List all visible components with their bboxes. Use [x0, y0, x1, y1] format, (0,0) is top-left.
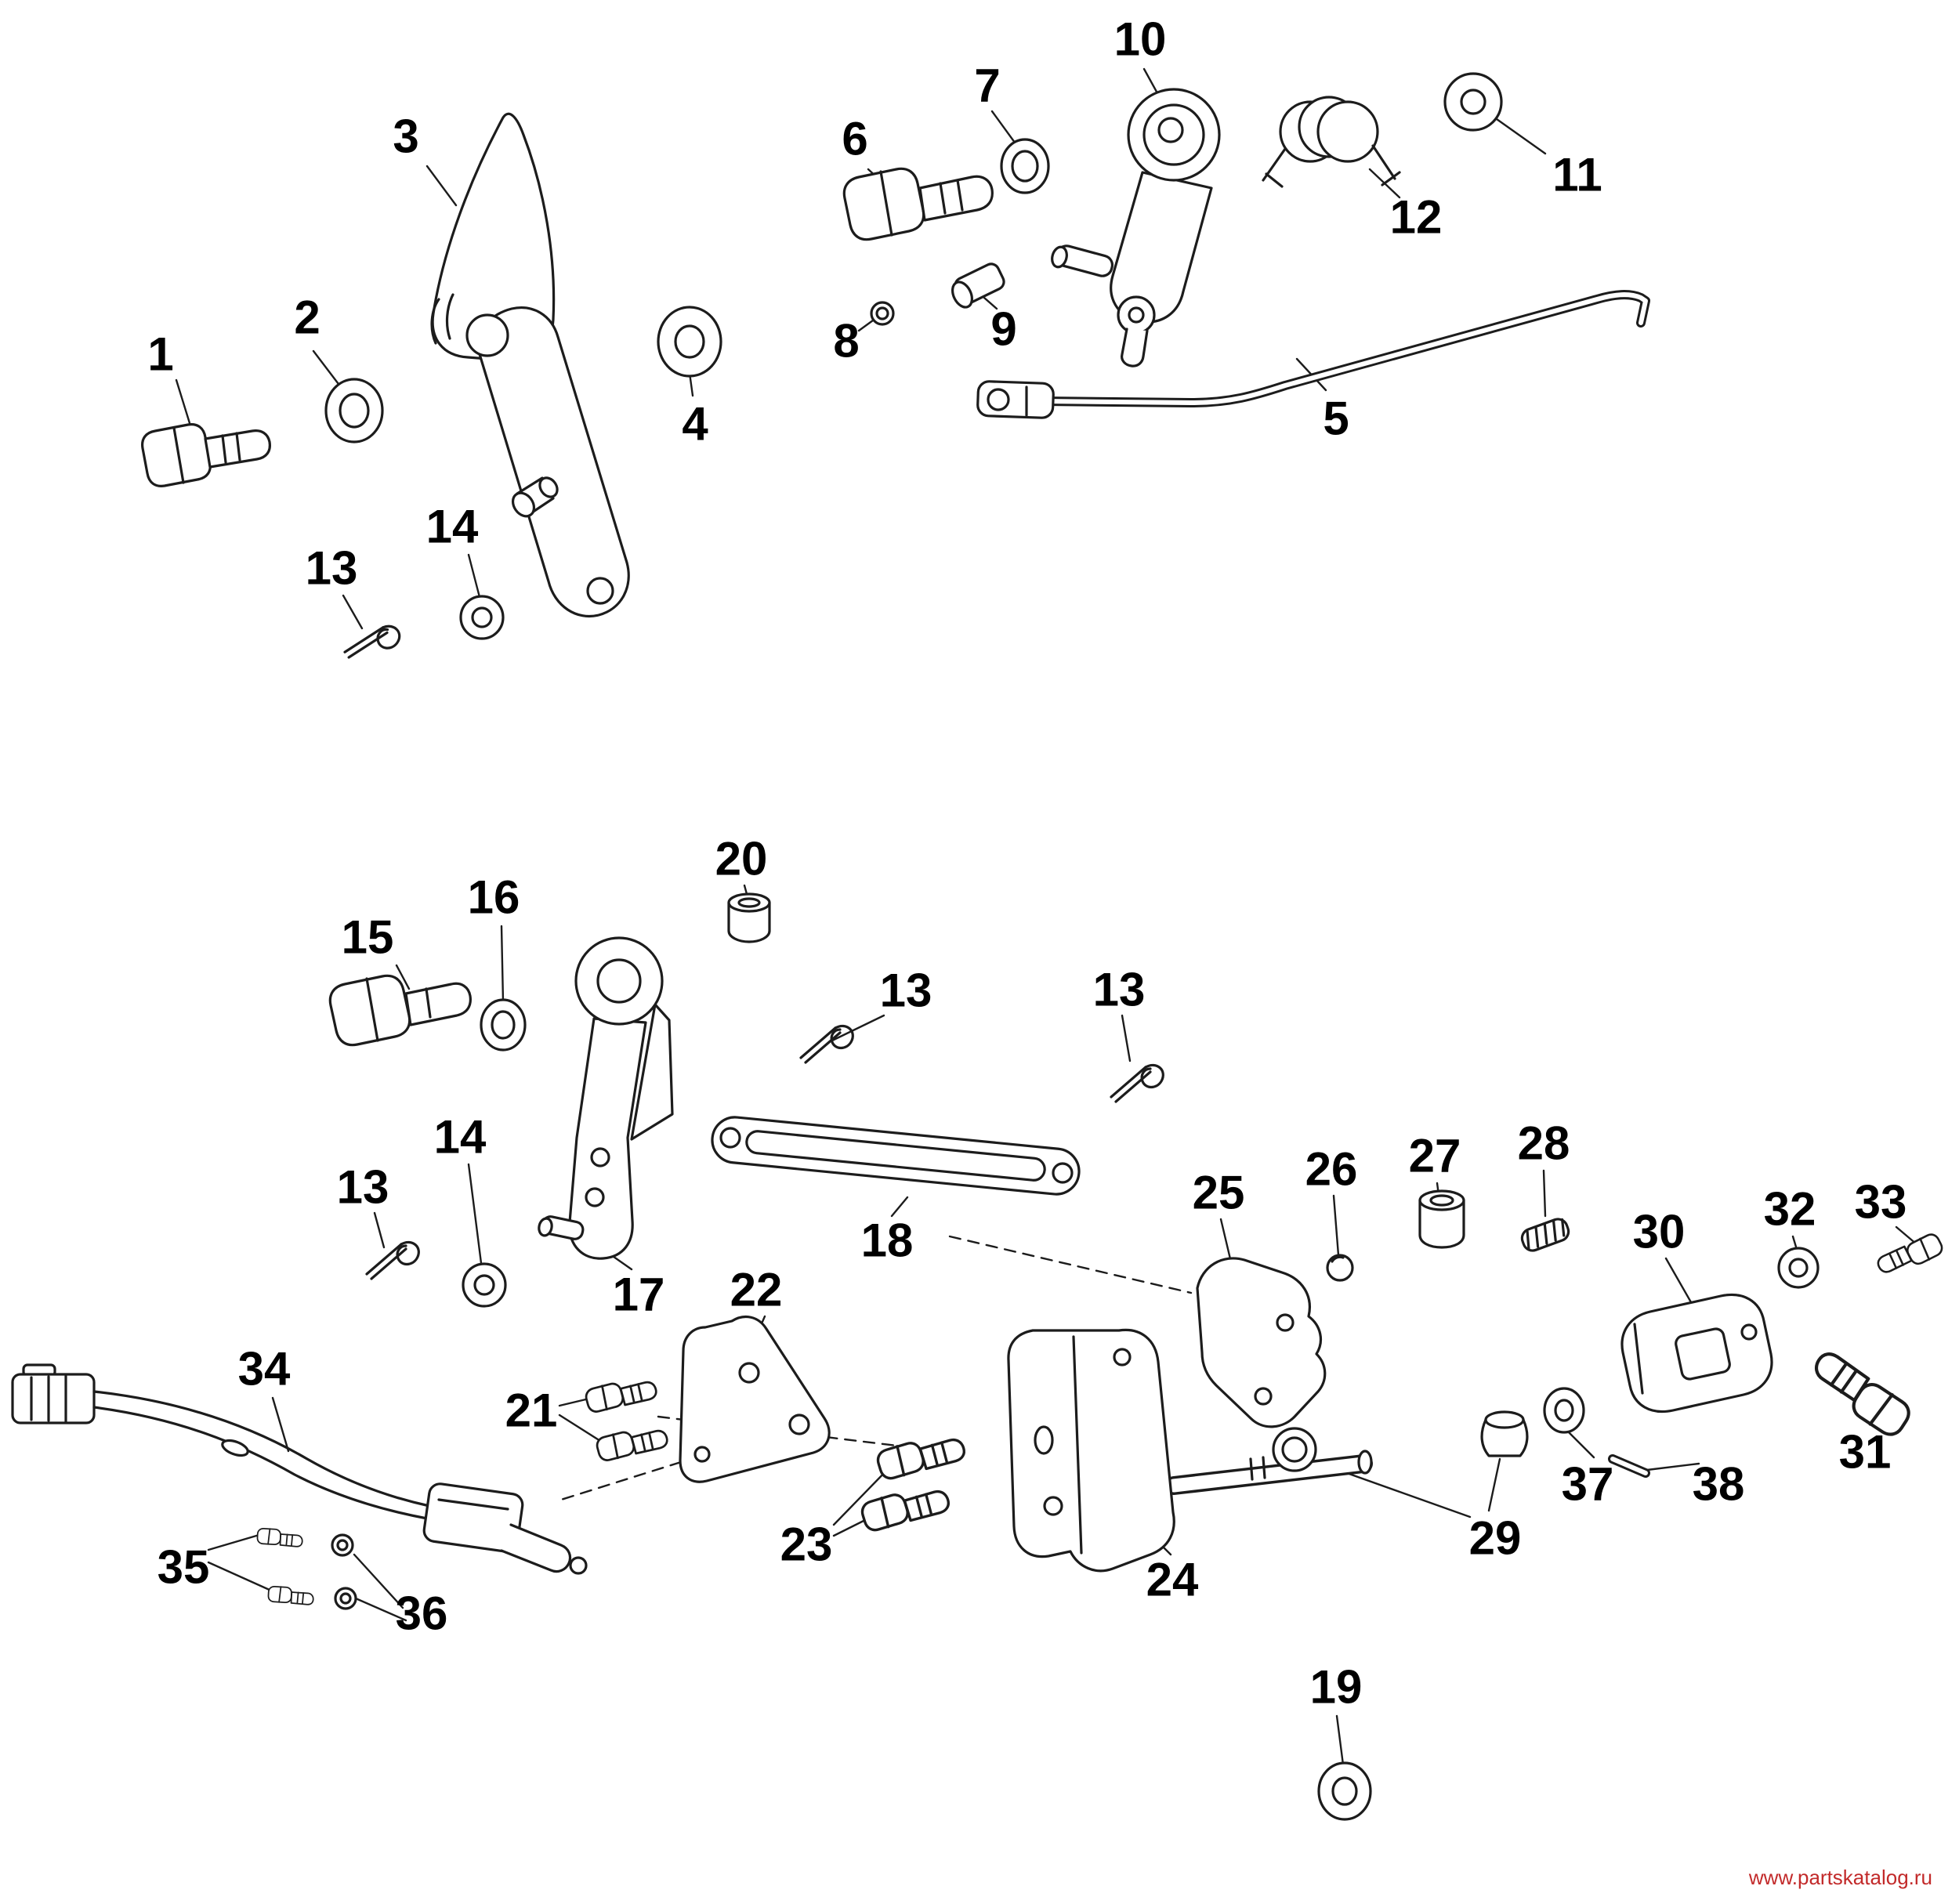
part-7-washer [1000, 138, 1050, 194]
part-number-28-31: 28 [1517, 1117, 1570, 1170]
part-number-25-28: 25 [1192, 1166, 1245, 1219]
part-number-18-21: 18 [860, 1214, 914, 1267]
part-number-19-22: 19 [1309, 1660, 1363, 1714]
part-28-spring-pin [1520, 1218, 1570, 1252]
part-number-13-18: 13 [879, 964, 932, 1017]
part-number-3-2: 3 [393, 110, 419, 163]
part-10-lever-assembly [1051, 88, 1221, 367]
part-number-31-34: 31 [1838, 1425, 1892, 1479]
part-number-36-39: 36 [395, 1587, 448, 1640]
part-9-bushing [951, 262, 1005, 309]
part-number-34-37: 34 [237, 1342, 291, 1395]
part-number-13-19: 13 [1092, 963, 1146, 1016]
part-number-21-24: 21 [505, 1384, 558, 1437]
part-20-bushing [727, 892, 771, 943]
part-30-bracket [1620, 1294, 1773, 1413]
part-17-lever [538, 936, 674, 1260]
part-number-26-29: 26 [1305, 1142, 1358, 1196]
part-38-pin [1608, 1454, 1650, 1478]
part-number-30-33: 30 [1632, 1205, 1686, 1258]
part-4-washer [657, 306, 722, 378]
part-number-2-1: 2 [294, 291, 320, 344]
part-number-23-26: 23 [780, 1518, 833, 1571]
part-3-bracket [430, 112, 630, 617]
part-24-bracket [1007, 1328, 1373, 1573]
part-number-33-36: 33 [1854, 1175, 1907, 1229]
part-number-29-32: 29 [1468, 1511, 1522, 1565]
part-number-10-9: 10 [1113, 13, 1167, 66]
part-number-13-16: 13 [336, 1160, 389, 1214]
part-26-ball [1326, 1254, 1354, 1282]
part-14-washer-lower [462, 1262, 507, 1308]
part-number-15-14: 15 [341, 910, 394, 964]
part-number-11-10: 11 [1552, 148, 1602, 201]
part-number-9-8: 9 [990, 302, 1017, 356]
part-number-37-40: 37 [1561, 1457, 1614, 1511]
part-number-17-20: 17 [612, 1268, 665, 1321]
part-19-washer [1317, 1761, 1372, 1821]
part-number-12-11: 12 [1389, 190, 1443, 244]
part-number-7-6: 7 [974, 59, 1001, 112]
part-number-14-13: 14 [425, 500, 479, 553]
part-8-nut [870, 301, 895, 326]
part-number-32-35: 32 [1763, 1182, 1816, 1236]
part-number-5-4: 5 [1323, 392, 1349, 445]
part-25-bracket [1196, 1257, 1327, 1428]
part-number-24-27: 24 [1146, 1553, 1199, 1606]
part-number-8-7: 8 [833, 314, 860, 367]
part-1-bolt [141, 423, 271, 487]
part-number-22-25: 22 [730, 1263, 783, 1316]
part-number-1-0: 1 [147, 328, 174, 381]
part-12-spring [1262, 96, 1401, 188]
part-37-washer [1543, 1387, 1585, 1434]
part-11-washer [1443, 72, 1503, 132]
part-18-link [711, 1116, 1081, 1196]
part-number-20-23: 20 [715, 832, 768, 885]
part-34-cable-assembly [11, 1363, 588, 1575]
part-15-bolt [328, 974, 472, 1047]
part-2-washer [324, 378, 384, 443]
part-number-4-3: 4 [682, 397, 708, 451]
part-29-bushings [1272, 1410, 1529, 1472]
part-number-16-15: 16 [467, 871, 520, 924]
part-22-plate [679, 1315, 831, 1483]
part-6-bolt [842, 167, 994, 241]
part-27-bushing [1418, 1189, 1465, 1249]
part-5-rod [976, 290, 1650, 419]
part-32-washer [1777, 1247, 1820, 1289]
part-number-6-5: 6 [842, 112, 868, 165]
part-number-27-30: 27 [1408, 1129, 1461, 1182]
watermark-link[interactable]: www.partskatalog.ru [1748, 1866, 1932, 1889]
part-number-13-12: 13 [305, 541, 358, 595]
part-number-35-38: 35 [157, 1540, 210, 1594]
part-number-14-17: 14 [433, 1110, 487, 1164]
part-36-washers [331, 1533, 357, 1610]
part-14-washer-upper [459, 595, 505, 640]
part-16-washer [480, 998, 527, 1052]
part-number-38-41: 38 [1692, 1457, 1745, 1511]
